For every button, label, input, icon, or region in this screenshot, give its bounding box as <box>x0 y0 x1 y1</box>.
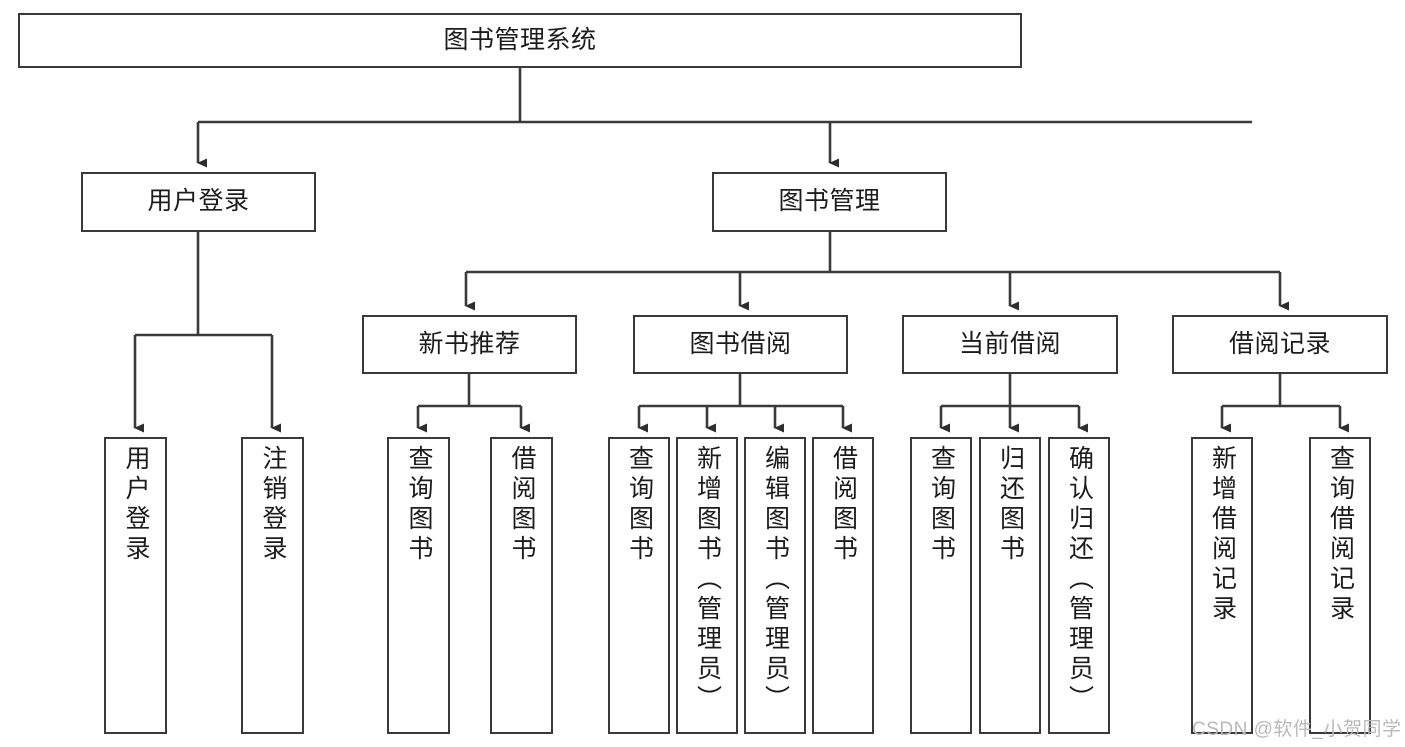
node-leaf-query-book-borrow[interactable]: 查询图书 <box>608 437 670 734</box>
node-leaf-add-borrow-record[interactable]: 新增借阅记录 <box>1191 437 1253 734</box>
node-current-borrow[interactable]: 当前借阅 <box>902 315 1118 374</box>
node-label: 查询图书 <box>927 445 956 565</box>
node-label: 借阅图书 <box>829 445 858 565</box>
node-label: 借阅记录 <box>1228 329 1331 358</box>
node-label: 新增图书（管理员） <box>693 445 722 715</box>
node-leaf-query-book-current[interactable]: 查询图书 <box>910 437 972 734</box>
node-label: 图书管理系统 <box>443 25 597 54</box>
node-label: 图书管理 <box>778 187 881 216</box>
node-label: 查询图书 <box>625 445 654 565</box>
node-user-login[interactable]: 用户登录 <box>81 172 316 232</box>
node-label: 当前借阅 <box>958 329 1061 358</box>
node-root-system[interactable]: 图书管理系统 <box>18 13 1022 68</box>
node-borrow-record[interactable]: 借阅记录 <box>1172 315 1388 374</box>
node-leaf-logout[interactable]: 注销登录 <box>241 437 304 734</box>
node-label: 查询图书 <box>405 445 433 565</box>
node-label: 归还图书 <box>996 445 1025 565</box>
node-leaf-query-borrow-record[interactable]: 查询借阅记录 <box>1309 437 1371 734</box>
node-leaf-borrow-book-recommend[interactable]: 借阅图书 <box>490 437 553 734</box>
node-label: 借阅图书 <box>508 445 536 565</box>
node-new-book-recommend[interactable]: 新书推荐 <box>362 315 577 374</box>
node-leaf-confirm-return-admin[interactable]: 确认归还（管理员） <box>1048 437 1110 734</box>
node-label: 新书推荐 <box>418 329 521 358</box>
node-label: 确认归还（管理员） <box>1065 445 1094 715</box>
node-label: 用户登录 <box>122 445 150 565</box>
node-label: 用户登录 <box>147 187 250 216</box>
node-book-management[interactable]: 图书管理 <box>712 172 947 232</box>
node-leaf-edit-book-admin[interactable]: 编辑图书（管理员） <box>744 437 806 734</box>
node-leaf-add-book-admin[interactable]: 新增图书（管理员） <box>676 437 738 734</box>
node-leaf-query-book-recommend[interactable]: 查询图书 <box>387 437 450 734</box>
node-label: 图书借阅 <box>689 329 792 358</box>
node-leaf-borrow-book[interactable]: 借阅图书 <box>812 437 874 734</box>
watermark-text: CSDN @软件_小贺同学 <box>1192 719 1402 740</box>
node-label: 查询借阅记录 <box>1326 445 1355 625</box>
node-label: 编辑图书（管理员） <box>761 445 790 715</box>
node-label: 注销登录 <box>259 445 287 565</box>
node-leaf-user-login[interactable]: 用户登录 <box>104 437 167 734</box>
node-leaf-return-book[interactable]: 归还图书 <box>979 437 1041 734</box>
node-label: 新增借阅记录 <box>1208 445 1237 625</box>
node-book-borrow[interactable]: 图书借阅 <box>633 315 848 374</box>
